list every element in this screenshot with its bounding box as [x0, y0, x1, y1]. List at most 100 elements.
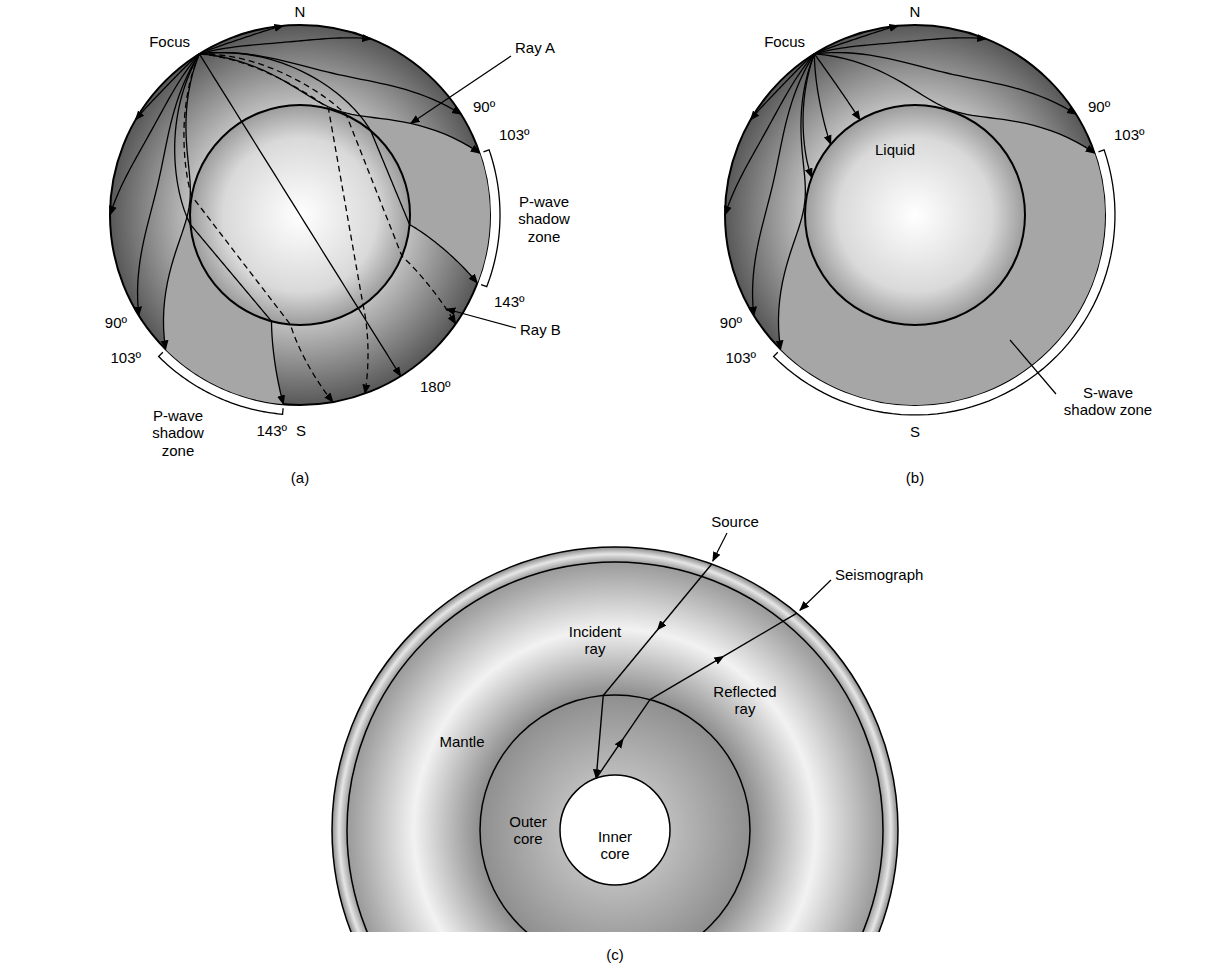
p-wave-section [110, 25, 516, 414]
seismic-ray [175, 54, 284, 404]
focus-label: Focus [149, 33, 190, 50]
angle-label: 103º [725, 349, 756, 366]
angle-label: 90º [473, 98, 495, 115]
panel-label: (a) [291, 469, 309, 486]
zone-label: P-wave shadow zone [518, 193, 570, 245]
liquid-core-outline [805, 105, 1025, 325]
layer-label: Inner core [591, 828, 639, 863]
seismic-ray [814, 26, 898, 54]
panel-label: (b) [906, 469, 924, 486]
core-ray-dashed [199, 54, 368, 394]
layer-label: Outer core [504, 813, 552, 848]
pole-label: S [296, 422, 306, 439]
angle-label: 143º [256, 422, 287, 439]
ray-label: Incident ray [569, 623, 622, 657]
pole-label: S [910, 423, 920, 440]
mantle-outline [347, 562, 883, 932]
seismic-ray [199, 54, 479, 153]
reflected-ray-line [723, 613, 796, 656]
shadow-zone-bracket [159, 352, 284, 414]
angle-label: 103º [499, 126, 530, 143]
angle-label: 103º [725, 349, 756, 366]
angle-label: 103º [1114, 126, 1145, 143]
pole-label: N [910, 3, 921, 20]
zone-label: P-wave shadow zone [512, 193, 576, 245]
layer-label: Mantle [439, 733, 484, 750]
angle-label: 103º [499, 126, 530, 143]
angle-label: 90º [1088, 98, 1110, 115]
leader-line [446, 309, 516, 328]
leader-line [713, 533, 727, 561]
angle-label: 103º [110, 349, 141, 366]
leader-line [411, 56, 511, 123]
point-label: Source [711, 513, 759, 530]
earth-outline [110, 25, 490, 405]
ray-label: Reflected ray [713, 683, 776, 717]
incident-ray-line [658, 564, 712, 630]
pole-label: N [910, 3, 921, 20]
layer-label: Inner core [598, 828, 632, 862]
ray-label: Ray B [520, 321, 561, 338]
seismic-ray [199, 38, 371, 54]
ray-label: Ray A [515, 39, 555, 56]
seismic-ray [814, 38, 986, 54]
inner-core-outline [560, 775, 670, 885]
angle-label: 180º [420, 378, 451, 395]
angle-label: 90º [720, 314, 742, 331]
panel-label: (c) [606, 946, 624, 963]
angle-label: 143º [494, 293, 525, 310]
panel-label: (a) [291, 469, 309, 486]
ray-label: Ray A [515, 39, 555, 56]
angle-label: 90º [1088, 98, 1110, 115]
point-label: Seismograph [835, 566, 923, 583]
s-wave-section [725, 25, 1115, 415]
panel-label: (c) [606, 946, 624, 963]
panel-label: (b) [906, 469, 924, 486]
angle-label: 143º [494, 293, 525, 310]
layer-label: Liquid [875, 141, 915, 158]
focus-label: Focus [149, 33, 190, 50]
crust-outline [332, 547, 898, 932]
earth-outline [725, 25, 1105, 405]
zone-label: P-wave shadow zone [152, 407, 204, 459]
seismic-ray [814, 54, 860, 120]
incident-ray-line [596, 696, 603, 779]
angle-label: 90º [105, 314, 127, 331]
pole-label: S [910, 423, 920, 440]
core-ray-dashed [199, 54, 455, 324]
zone-label: S-wave shadow zone [1060, 384, 1156, 419]
seismic-ray [199, 54, 400, 376]
pole-label: N [295, 3, 306, 20]
seismic-ray [199, 26, 283, 54]
seismic-ray [803, 54, 814, 178]
reflected-ray-line [596, 739, 623, 778]
reflected-ray-line [623, 700, 650, 739]
ray-label: Ray B [520, 321, 561, 338]
pole-label: N [295, 3, 306, 20]
seismic-ray [814, 54, 830, 144]
shadow-zone-bracket [774, 150, 1115, 415]
angle-label: 90º [105, 314, 127, 331]
angle-label: 90º [720, 314, 742, 331]
focus-label: Focus [764, 33, 805, 50]
seismic-ray [814, 53, 1076, 115]
layer-label: Liquid [875, 141, 915, 158]
pole-label: S [296, 422, 306, 439]
angle-label: 143º [256, 422, 287, 439]
leader-line [1010, 340, 1056, 394]
zone-label: P-wave shadow zone [146, 407, 210, 459]
leader-group [713, 533, 831, 610]
zone-label: S-wave shadow zone [1064, 384, 1152, 418]
shadow-zone-bracket [481, 150, 500, 287]
leader-line [800, 580, 831, 610]
core-ray-dashed [184, 54, 333, 402]
layer-label: Mantle [439, 733, 484, 750]
point-label: Seismograph [835, 566, 923, 583]
ray-label: Reflected ray [709, 683, 781, 718]
angle-label: 103º [110, 349, 141, 366]
seismic-ray [778, 54, 814, 349]
outer-core-outline [480, 695, 750, 932]
angle-label: 90º [473, 98, 495, 115]
